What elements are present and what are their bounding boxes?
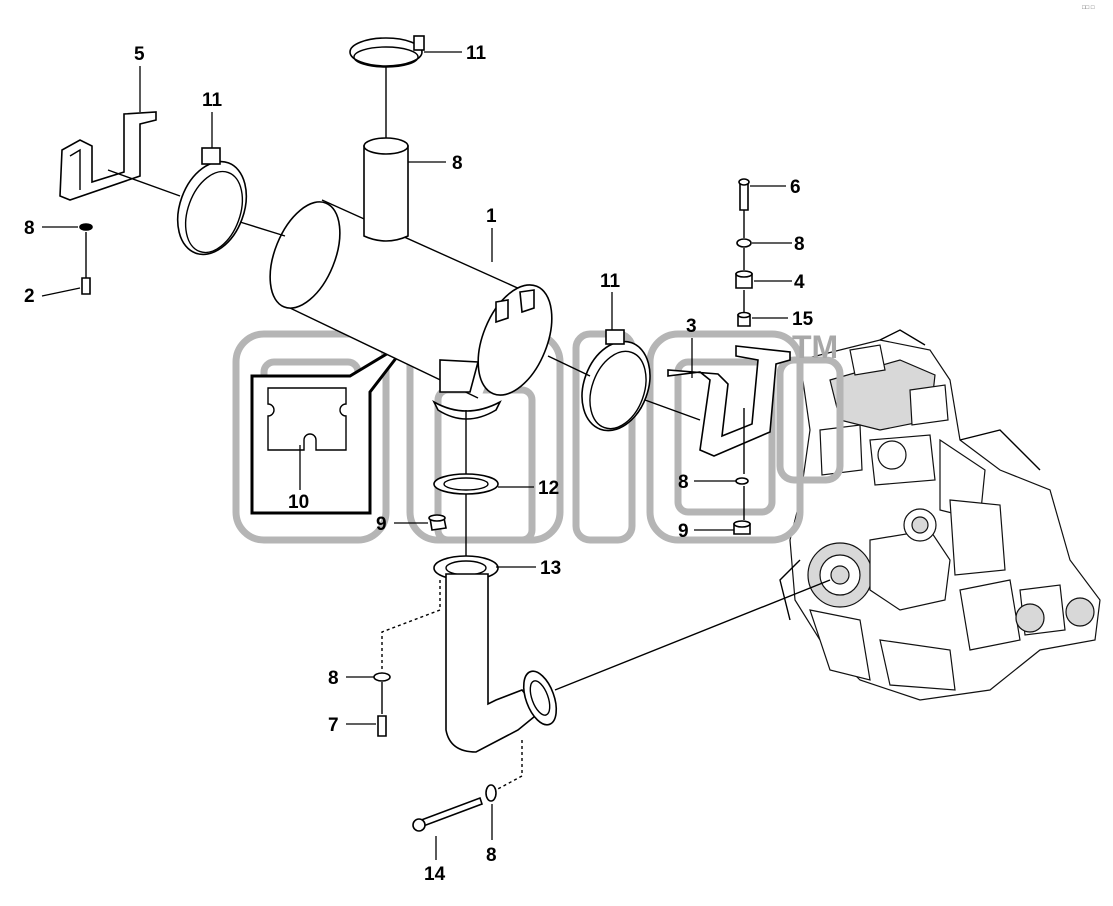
leader-lines <box>41 51 792 860</box>
assembly-lines <box>107 66 831 791</box>
callout-11-top: 11 <box>466 43 487 64</box>
callout-13: 13 <box>540 558 561 579</box>
callout-5: 5 <box>134 44 145 65</box>
callout-9-right: 9 <box>678 521 689 542</box>
callout-8-bottom: 8 <box>486 845 497 866</box>
callout-8-right: 8 <box>794 234 805 255</box>
callout-12: 12 <box>538 478 559 499</box>
callout-8-pipe: 8 <box>452 153 463 174</box>
bracket-right <box>667 345 791 457</box>
detail-inset-gasket <box>250 338 412 515</box>
corner-marks: □□ □ <box>1082 5 1095 11</box>
clamp-left <box>176 147 248 256</box>
callout-6: 6 <box>790 177 801 198</box>
callout-1: 1 <box>486 206 497 227</box>
bracket-left <box>59 111 157 201</box>
hardware-parts <box>79 178 753 832</box>
callout-4: 4 <box>794 272 805 293</box>
callout-7: 7 <box>328 715 339 736</box>
muffler <box>269 137 553 400</box>
callout-11-right: 11 <box>600 271 621 292</box>
callout-14: 14 <box>424 864 446 885</box>
watermark-tm: TM <box>792 329 838 365</box>
clamp-right <box>581 329 651 432</box>
callout-8-lower: 8 <box>328 668 339 689</box>
callout-11-left: 11 <box>202 90 223 111</box>
clamp-top <box>349 35 425 68</box>
callout-15: 15 <box>792 309 814 330</box>
callout-9-left: 9 <box>376 514 387 535</box>
callout-10: 10 <box>288 492 309 513</box>
callout-8-bracket: 8 <box>678 472 689 493</box>
engine-block <box>779 329 1101 701</box>
exhaust-pipe <box>432 400 558 753</box>
callout-8-left: 8 <box>24 218 35 239</box>
callout-3: 3 <box>686 316 697 337</box>
callout-2: 2 <box>24 286 35 307</box>
callout-labels: 1 2 3 4 5 6 7 8 8 8 8 8 8 9 9 10 11 11 1… <box>24 43 814 885</box>
